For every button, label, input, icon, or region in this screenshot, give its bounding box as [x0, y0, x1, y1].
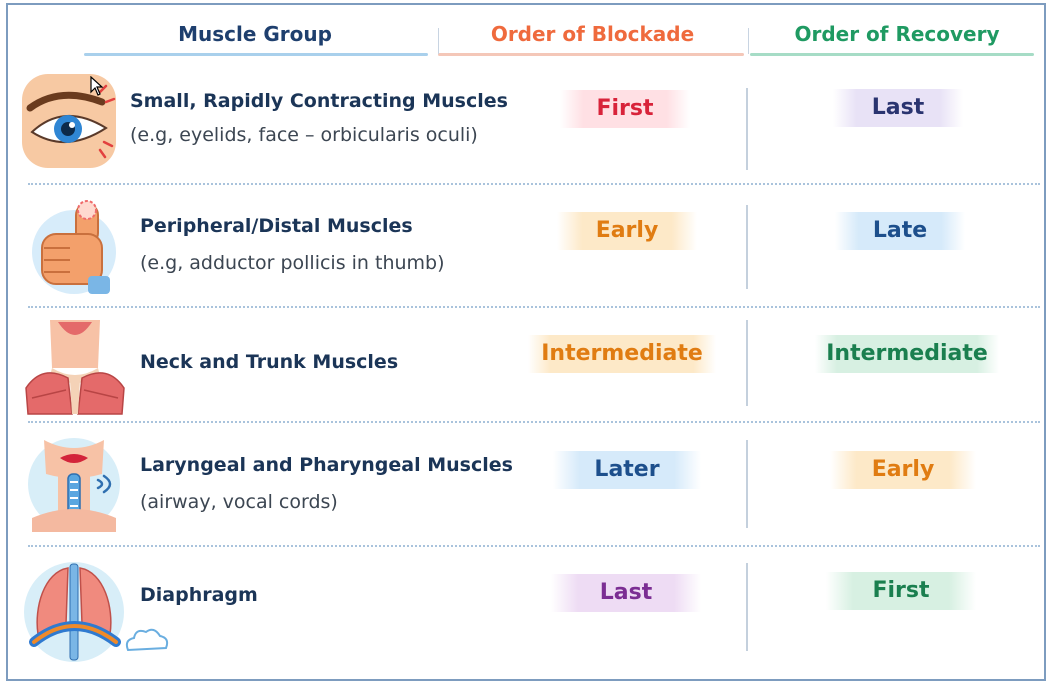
row-title: Neck and Trunk Muscles: [140, 351, 399, 373]
lungs-diaphragm-icon: [24, 562, 169, 662]
header-underline: [750, 53, 1034, 56]
row-subtitle: (airway, vocal cords): [140, 491, 338, 513]
row-subtitle: (e.g, eyelids, face – orbicularis oculi): [130, 124, 478, 146]
blockade-badge: Later: [553, 451, 701, 489]
header-divider: [748, 28, 749, 54]
row-divider: [28, 421, 1040, 423]
thumb-icon: [32, 200, 116, 294]
mouse-cursor-icon: [90, 76, 104, 96]
row-divider: [28, 306, 1040, 308]
row-divider: [28, 183, 1040, 185]
row-title: Diaphragm: [140, 584, 258, 606]
column-divider: [746, 440, 748, 528]
header-divider: [438, 28, 439, 54]
column-divider: [746, 88, 748, 170]
header-muscle-group: Muscle Group: [178, 22, 332, 46]
recovery-badge: Intermediate: [815, 335, 999, 373]
row-title: Small, Rapidly Contracting Muscles: [130, 90, 508, 112]
recovery-badge: Early: [830, 451, 976, 489]
recovery-badge: Late: [835, 212, 965, 250]
column-divider: [746, 320, 748, 406]
row-title: Peripheral/Distal Muscles: [140, 215, 413, 237]
blockade-badge: Intermediate: [528, 335, 716, 373]
neck-muscles-icon: [25, 320, 125, 415]
column-divider: [746, 205, 748, 289]
throat-icon: [28, 438, 120, 532]
column-divider: [746, 563, 748, 651]
blockade-badge: Last: [551, 574, 701, 612]
eye-icon: [22, 74, 116, 168]
header-order-of-recovery: Order of Recovery: [794, 22, 1000, 46]
blockade-badge: Early: [557, 212, 697, 250]
recovery-badge: Last: [833, 89, 963, 127]
recovery-badge: First: [826, 572, 976, 610]
header-underline: [438, 53, 744, 56]
row-divider: [28, 545, 1040, 547]
header-underline: [84, 53, 428, 56]
blockade-badge: First: [560, 90, 690, 128]
header-order-of-blockade: Order of Blockade: [490, 22, 695, 46]
row-title: Laryngeal and Pharyngeal Muscles: [140, 454, 513, 476]
row-subtitle: (e.g, adductor pollicis in thumb): [140, 252, 445, 274]
